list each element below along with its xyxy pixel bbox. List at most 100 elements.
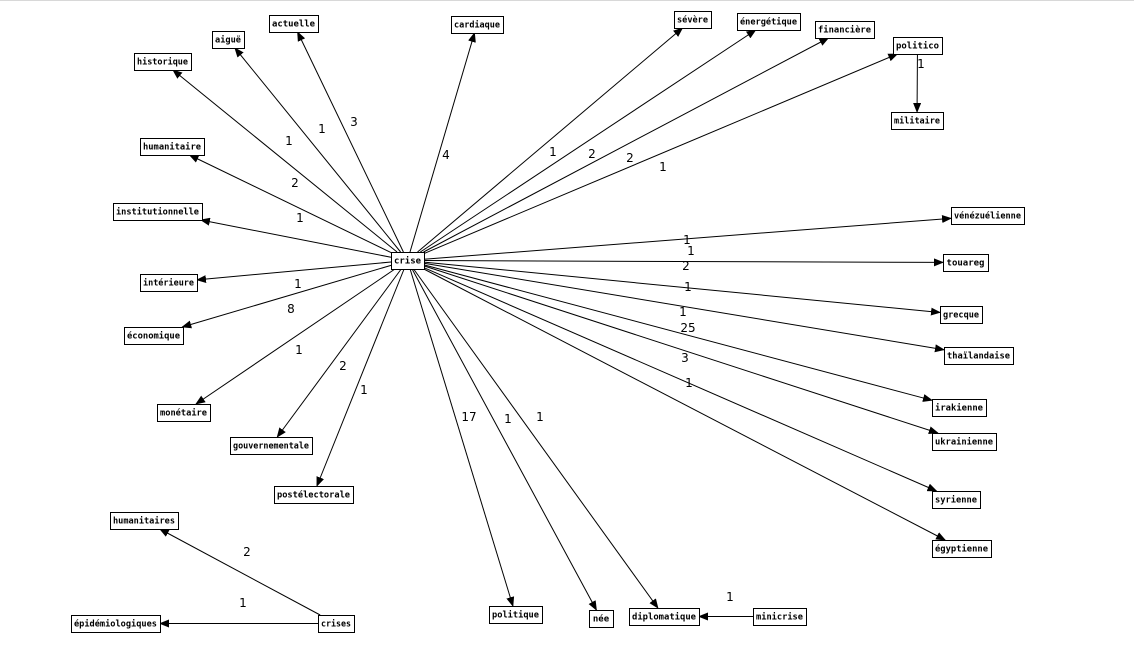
node-crise: crise [391,252,425,270]
node-institutionnelle: institutionnelle [113,203,203,221]
edge-crise-historique: 1 [172,69,398,253]
edge-crises-humanitaires: 2 [158,528,321,616]
node-humanitaires: humanitaires [110,512,179,530]
node-label: financière [818,25,872,36]
edge-line [423,262,945,353]
node-severe: sévère [674,11,712,29]
edge-weight-label: 1 [726,590,734,604]
edge-weight-label: 1 [683,233,691,247]
edge-weight-label: 1 [285,134,293,148]
edge-crise-economique: 8 [181,264,392,329]
edge-weight-label: 1 [295,343,303,357]
node-historique: historique [134,53,192,71]
edge-line [316,268,405,487]
node-box [110,512,179,530]
edge-weight-label: 3 [681,351,689,365]
edge-weight-label: 2 [243,545,251,559]
node-box [815,21,875,39]
node-gouvernementale: gouvernementale [230,437,313,455]
node-box [391,252,425,270]
node-egyptienne: égyptienne [932,540,992,558]
edge-weight-label: 4 [442,148,450,162]
node-touareg: touareg [943,254,989,272]
node-interieure: intérieure [140,274,198,292]
node-box [212,31,245,49]
edge-crise-touareg: 1 [423,244,944,267]
node-label: minicrise [756,612,804,623]
node-thailandaise: thaïlandaise [944,347,1014,365]
node-label: aiguë [215,35,242,46]
node-energetique: énergétique [737,13,801,31]
node-grecque: grecque [940,306,983,324]
edge-crise-monetaire: 1 [195,268,396,405]
node-box [451,16,504,34]
node-nee: née [589,610,614,628]
node-label: thaïlandaise [947,351,1011,362]
node-label: historique [137,57,189,68]
node-label: énergétique [740,17,798,28]
node-economique: économique [124,327,184,345]
edge-weight-label: 2 [626,151,634,165]
node-box [318,615,355,633]
node-box [157,404,211,422]
node-cardiaque: cardiaque [451,16,504,34]
node-label: crises [321,619,351,630]
edge-crise-egyptienne: 1 [423,268,947,541]
edge-crise-institutionnelle: 1 [199,211,392,258]
node-box [737,13,801,31]
node-label: politico [896,41,939,52]
node-label: cardiaque [454,20,501,31]
node-box [951,207,1025,225]
edge-weight-label: 2 [291,176,299,190]
edge-line [158,528,321,616]
edge-crise-irakienne: 1 [423,264,933,402]
node-box [893,37,943,55]
node-label: militaire [894,116,941,127]
edge-weight-label: 1 [549,145,557,159]
node-label: diplomatique [632,612,697,623]
edge-line [181,264,392,329]
edge-crise-venezuelienne: 1 [423,215,952,260]
edge-crise-thailandaise: 1 [423,262,945,353]
edge-line [413,268,659,609]
node-box [124,327,184,345]
edge-weight-label: 3 [350,115,358,129]
node-label: épidémiologiques [74,619,157,630]
node-ukrainienne: ukrainienne [932,433,997,451]
node-box [489,606,543,624]
node-label: irakienne [935,403,984,414]
edge-weight-label: 1 [296,211,304,225]
node-label: égyptienne [935,544,989,555]
edge-weight-label: 1 [659,160,667,174]
node-minicrise: minicrise [753,608,807,626]
node-epidemiologiques: épidémiologiques [71,615,161,633]
node-label: humanitaire [143,142,202,153]
node-box [932,399,987,417]
edge-line [188,154,392,253]
node-aigue: aiguë [212,31,245,49]
edge-crise-aigue: 1 [234,47,401,253]
edge-line [195,268,396,405]
edge-crise-gouvernementale: 2 [276,268,402,438]
node-box [140,274,198,292]
edge-crise-grecque: 2 [423,259,941,316]
node-label: vénézuélienne [954,211,1022,222]
edge-weight-label: 25 [680,321,695,335]
node-box [134,53,192,71]
node-label: politique [492,610,540,621]
node-venezuelienne: vénézuélienne [951,207,1025,225]
edge-line [420,29,757,253]
edge-crise-ukrainienne: 25 [423,265,939,435]
edge-line [297,31,404,253]
node-label: institutionnelle [116,207,200,218]
edge-line [409,268,515,607]
edge-line [423,53,899,255]
edge-line [417,27,684,253]
node-box [629,608,700,626]
edge-crise-cardiaque: 4 [409,32,476,253]
edge-line [423,215,952,260]
edge-line [423,261,941,316]
